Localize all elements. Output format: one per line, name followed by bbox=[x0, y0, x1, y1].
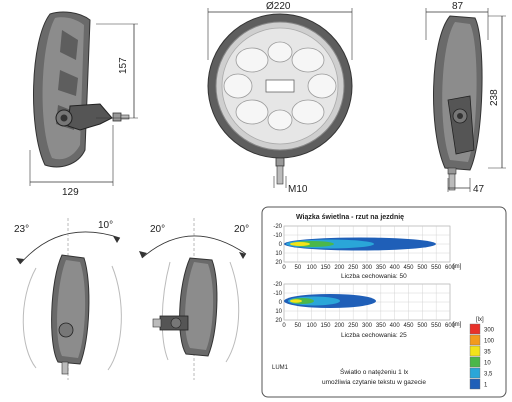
x-tick-label: 350 bbox=[376, 265, 387, 271]
x-tick-label: 400 bbox=[390, 323, 401, 329]
side-height-dimension: 157 bbox=[118, 57, 129, 74]
x-tick-label: 450 bbox=[403, 265, 414, 271]
legend-swatch bbox=[469, 356, 481, 368]
legend-label: 3,5 bbox=[484, 372, 493, 378]
x-tick-label: 250 bbox=[348, 323, 359, 329]
x-tick-label: 0 bbox=[282, 265, 286, 271]
front-view: Ø220 M10 bbox=[207, 1, 353, 195]
x-tick-label: 0 bbox=[282, 323, 286, 329]
x-tick-label: 550 bbox=[431, 323, 442, 329]
legend-swatch bbox=[469, 334, 481, 346]
rear-depth-dimension: 87 bbox=[452, 1, 464, 12]
y-tick-label: 10 bbox=[275, 309, 282, 315]
y-tick-label: -20 bbox=[273, 282, 282, 288]
x-tick-label: 400 bbox=[390, 265, 401, 271]
x-tick-label: 550 bbox=[431, 265, 442, 271]
y-tick-label: 0 bbox=[279, 300, 283, 306]
tilt-diagram-horizontal: 20° 20° bbox=[139, 218, 249, 380]
side-depth-dimension: 129 bbox=[62, 187, 79, 198]
mount-bolt-dimension: M10 bbox=[288, 184, 308, 195]
left-tilt-down-angle: 10° bbox=[98, 220, 113, 231]
mount-offset-dimension: 47 bbox=[473, 184, 485, 195]
x-unit-1: [m] bbox=[453, 264, 462, 270]
x-tick-label: 100 bbox=[307, 323, 318, 329]
x-unit-2: [m] bbox=[453, 322, 462, 328]
beam-panel: Wiązka świetlna - rzut na jezdnię -20 -10… bbox=[261, 206, 507, 398]
x-tick-label: 300 bbox=[362, 323, 373, 329]
legend-swatch bbox=[469, 378, 481, 390]
beam-panel-title: Wiązka świetlna - rzut na jezdnię bbox=[296, 214, 404, 221]
front-width-dimension: Ø220 bbox=[266, 1, 291, 12]
lum-id: LUM1 bbox=[272, 365, 289, 371]
right-tilt-up-angle: 20° bbox=[150, 224, 165, 235]
plot2-caption: Liczba cechowania: 25 bbox=[341, 332, 407, 339]
legend-label: 1 bbox=[484, 383, 488, 389]
x-tick-label: 50 bbox=[294, 265, 301, 271]
legend-label: 10 bbox=[484, 361, 491, 367]
y-tick-label: 10 bbox=[275, 251, 282, 257]
legend-swatch bbox=[469, 367, 481, 379]
x-tick-label: 150 bbox=[320, 323, 331, 329]
right-tilt-down-angle: 20° bbox=[234, 224, 249, 235]
side-view: 157 129 bbox=[29, 11, 138, 198]
legend-swatch bbox=[469, 345, 481, 357]
x-tick-label: 600 bbox=[445, 323, 456, 329]
legend-label: 35 bbox=[484, 350, 491, 356]
y-tick-label: 20 bbox=[275, 260, 282, 266]
y-tick-label: 20 bbox=[275, 318, 282, 324]
footnote-line-1: Światło o natężeniu 1 lx bbox=[340, 367, 409, 376]
legend-unit: [lx] bbox=[476, 317, 484, 323]
x-tick-label: 50 bbox=[294, 323, 301, 329]
x-tick-label: 450 bbox=[403, 323, 414, 329]
legend-label: 100 bbox=[484, 339, 495, 345]
y-tick-label: -10 bbox=[273, 233, 282, 239]
x-tick-label: 600 bbox=[445, 265, 456, 271]
x-tick-label: 500 bbox=[417, 265, 428, 271]
rear-height-dimension: 238 bbox=[489, 89, 500, 106]
y-tick-label: -10 bbox=[273, 291, 282, 297]
tilt-diagram-vertical: 23° 10° bbox=[14, 218, 122, 380]
x-tick-label: 200 bbox=[334, 265, 345, 271]
x-tick-label: 350 bbox=[376, 323, 387, 329]
plot1-caption: Liczba cechowania: 50 bbox=[341, 273, 407, 280]
legend-swatch bbox=[469, 323, 481, 335]
left-tilt-up-angle: 23° bbox=[14, 224, 29, 235]
lux-legend: [lx] 300 100 35 10 3,5 1 bbox=[469, 317, 495, 390]
y-tick-label: 0 bbox=[279, 242, 283, 248]
x-tick-label: 250 bbox=[348, 265, 359, 271]
x-tick-label: 300 bbox=[362, 265, 373, 271]
x-tick-label: 150 bbox=[320, 265, 331, 271]
x-tick-label: 500 bbox=[417, 323, 428, 329]
legend-label: 300 bbox=[484, 328, 495, 334]
y-tick-label: -20 bbox=[273, 224, 282, 230]
x-tick-label: 200 bbox=[334, 323, 345, 329]
footnote-line-2: umożliwia czytanie tekstu w gazecie bbox=[322, 379, 426, 386]
rear-view: 87 238 47 bbox=[425, 1, 506, 195]
x-tick-label: 100 bbox=[307, 265, 318, 271]
